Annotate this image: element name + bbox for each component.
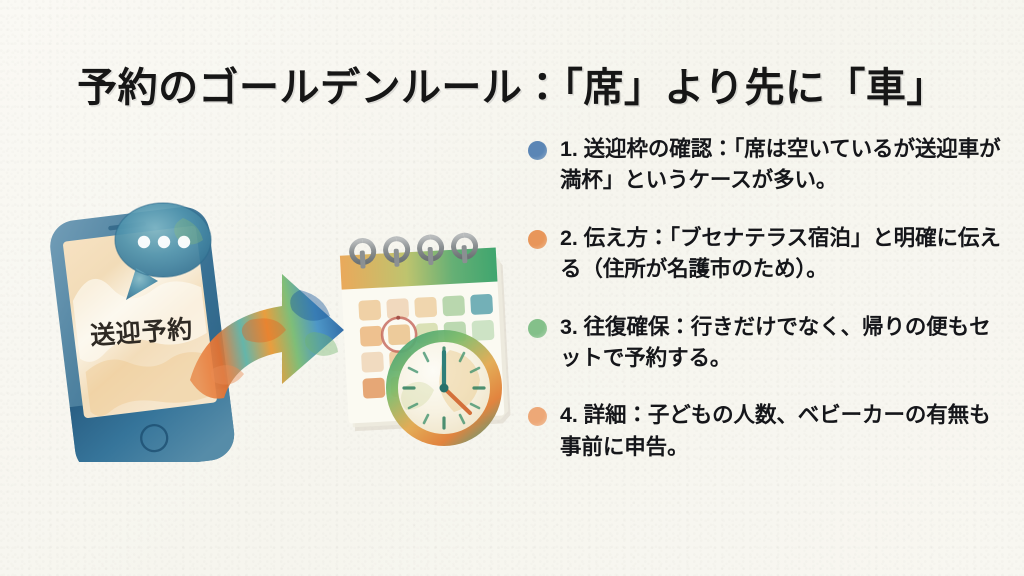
list-item-text: 3. 往復確保：行きだけでなく、帰りの便もセットで予約する。 <box>560 314 991 370</box>
list-item-text: 4. 詳細：子どもの人数、ベビーカーの有無も事前に申告。 <box>560 403 991 459</box>
right-arrow-icon <box>190 274 344 399</box>
bullet-dot-orange <box>528 229 547 249</box>
chat-bubble-icon <box>114 202 212 300</box>
calendar-rings <box>349 232 478 269</box>
title-bar: 予約のゴールデンルール：「席」より先に「車」 <box>0 38 1024 138</box>
screen-wash-amber <box>85 352 214 417</box>
page-title: 予約のゴールデンルール：「席」より先に「車」 <box>77 64 947 110</box>
list-item[interactable]: 2. 伝え方：「ブセナテラス宿泊」と明確に伝える（住所が名護市のため）。 <box>528 223 1006 286</box>
clock-center-pin <box>439 383 449 393</box>
phone-illustration: 送迎予約 <box>50 202 235 462</box>
bullet-list: 1. 送迎枠の確認：「席は空いているが送迎車が満杯」というケースが多い。 2. … <box>528 134 1006 463</box>
bullet-dot-green <box>528 318 547 338</box>
illustration-container: 送迎予約 <box>18 172 518 462</box>
clock-hour-hand <box>442 386 472 415</box>
phone-home-button[interactable] <box>140 423 169 453</box>
list-item-text: 2. 伝え方：「ブセナテラス宿泊」と明確に伝える（住所が名護市のため）。 <box>560 225 1001 282</box>
list-item-text: 1. 送迎枠の確認：「席は空いているが送迎車が満杯」というケースが多い。 <box>560 137 1001 193</box>
list-item[interactable]: 4. 詳細：子どもの人数、ベビーカーの有無も事前に申告。 <box>528 400 1006 463</box>
phone-screen-label: 送迎予約 <box>89 314 194 350</box>
screen-wash-light <box>72 278 207 362</box>
list-item[interactable]: 1. 送迎枠の確認：「席は空いているが送迎車が満杯」というケースが多い。 <box>528 134 1006 197</box>
bullet-dot-blue <box>528 141 547 160</box>
bullet-dot-peach <box>528 407 547 427</box>
list-item[interactable]: 3. 往復確保：行きだけでなく、帰りの便もセットで予約する。 <box>528 312 1006 375</box>
clock-icon <box>386 330 502 446</box>
